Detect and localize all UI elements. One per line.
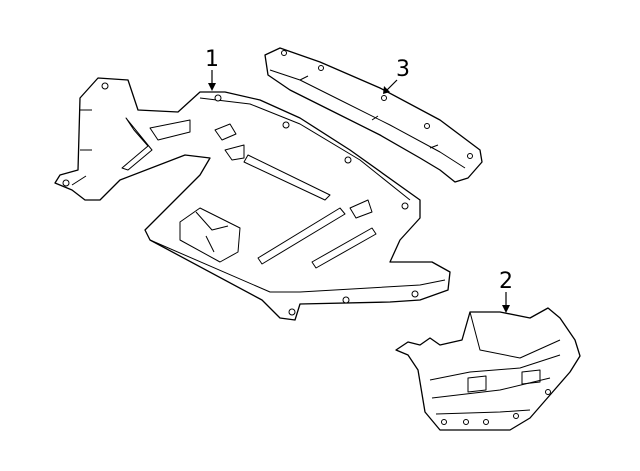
callout-3: 3 bbox=[383, 57, 410, 94]
callout-2: 2 bbox=[499, 269, 513, 313]
callout-3-leader bbox=[386, 79, 398, 91]
callout-3-arrow bbox=[383, 86, 390, 94]
part-3-front-bar bbox=[264, 47, 483, 183]
part-1-underbody-shield bbox=[54, 77, 451, 321]
callout-3-label: 3 bbox=[396, 57, 410, 82]
callout-1-arrow bbox=[208, 83, 216, 91]
callout-2-label: 2 bbox=[499, 269, 513, 294]
callout-1-label: 1 bbox=[205, 47, 219, 72]
part-2-side-shield bbox=[395, 307, 581, 431]
callout-2-arrow bbox=[502, 305, 510, 313]
callout-1: 1 bbox=[205, 47, 219, 91]
